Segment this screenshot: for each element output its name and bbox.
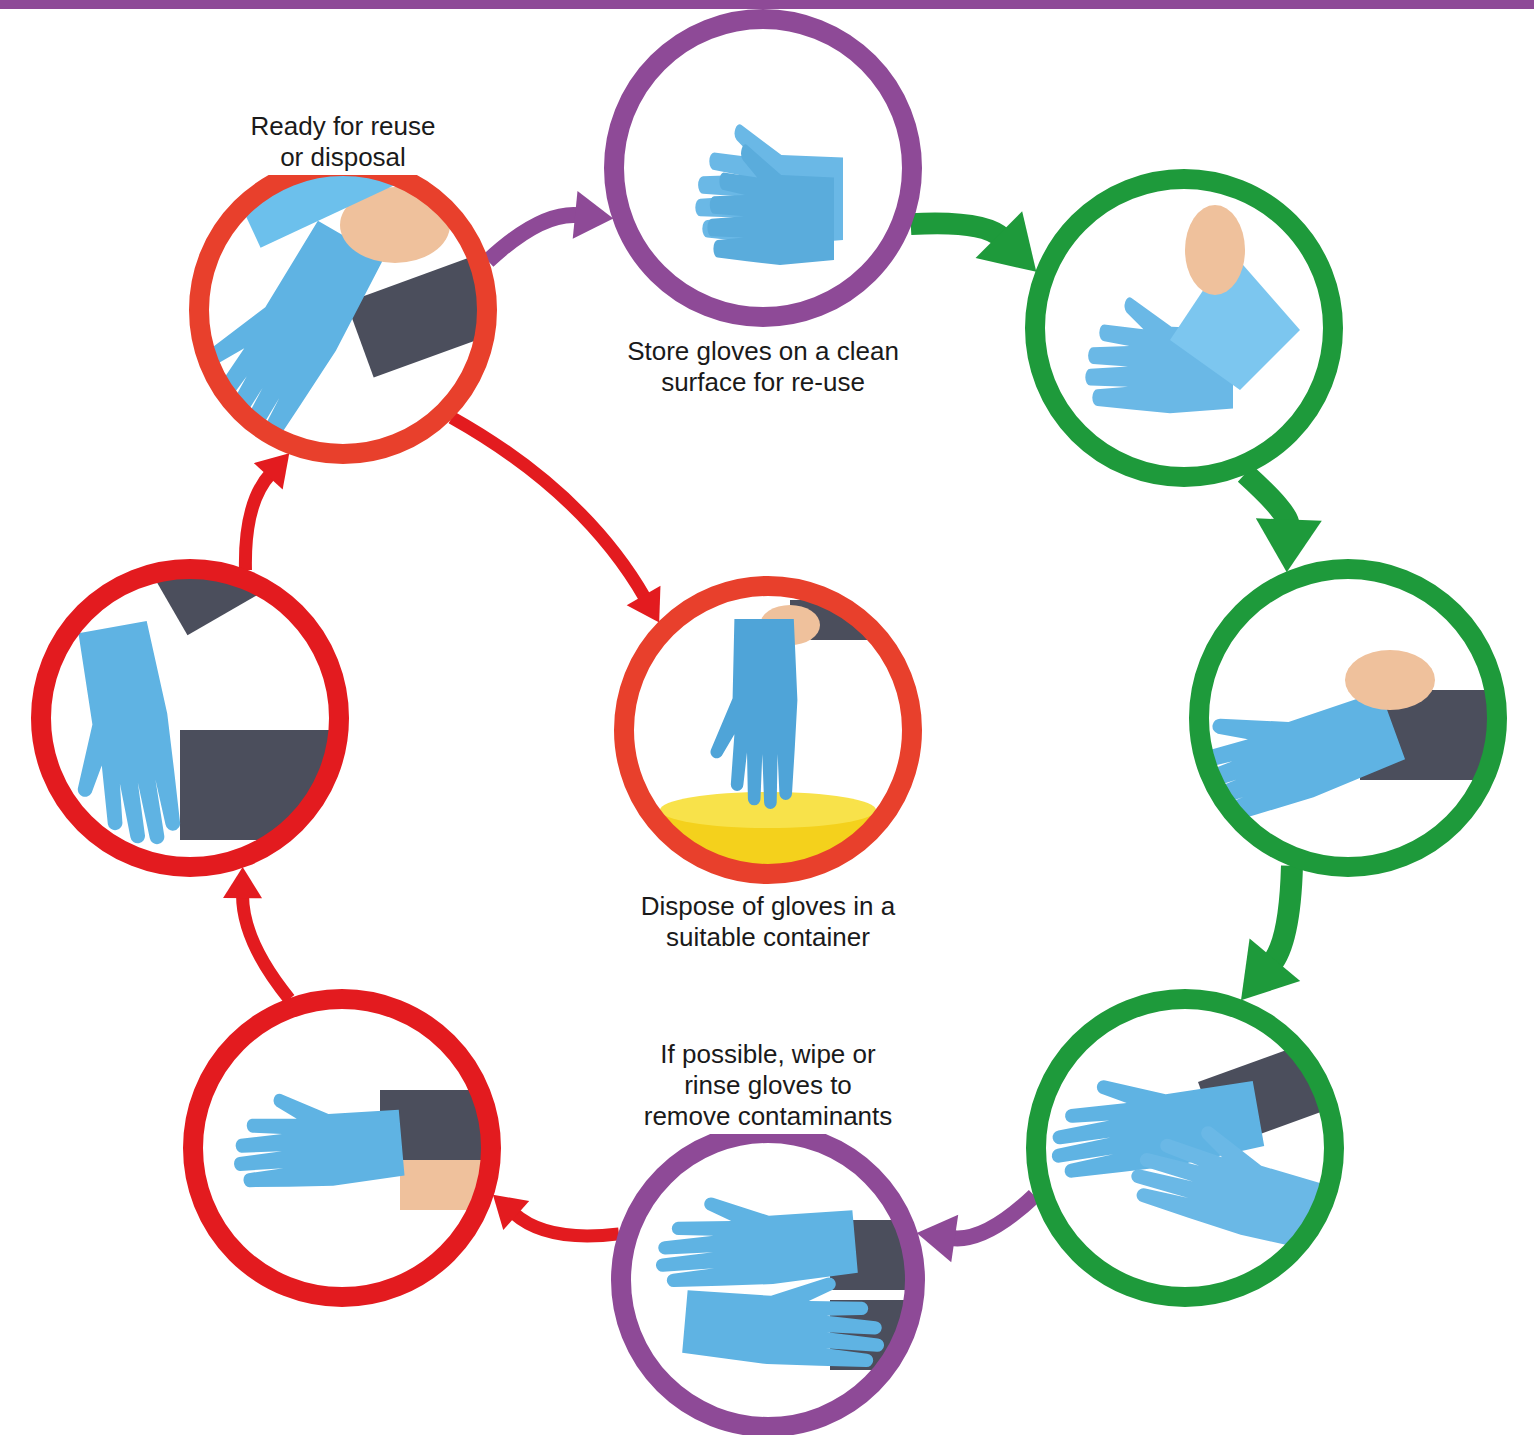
circle-ring — [610, 1122, 926, 1435]
circle-outline — [1035, 179, 1333, 477]
step-circle: Ready for reuse or disposal — [188, 155, 498, 465]
arrow-head — [976, 211, 1037, 272]
flow-arrow — [917, 1196, 1035, 1263]
step-circle: If possible, wipe or rinse gloves to rem… — [610, 1122, 926, 1435]
circle-ring — [1025, 988, 1345, 1308]
caption-holder: Dispose of gloves in a suitable containe… — [618, 889, 918, 955]
circle-outline — [1199, 569, 1497, 867]
arrow-line — [514, 1213, 619, 1236]
circle-ring — [603, 8, 923, 328]
circle-ring — [30, 558, 350, 878]
circle-outline — [1036, 999, 1334, 1297]
step-circle: Store gloves on a clean surface for re-u… — [603, 8, 923, 328]
arrow-line — [488, 215, 579, 261]
arrow-line — [243, 895, 290, 999]
glove-removal-picture — [170, 139, 562, 471]
circle-ring — [188, 155, 498, 465]
step-circle — [1025, 988, 1345, 1308]
flow-arrow — [452, 418, 661, 623]
flow-arrow — [1241, 866, 1300, 1001]
flow-arrow — [493, 1195, 619, 1236]
circle-outline — [199, 166, 487, 454]
circle-outline — [193, 999, 491, 1297]
step-caption: If possible, wipe or rinse gloves to rem… — [633, 1037, 903, 1134]
arrow-head — [627, 586, 661, 623]
circle-outline — [624, 586, 912, 874]
step-circle — [182, 988, 502, 1308]
circle-ring — [1024, 168, 1344, 488]
arrow-line — [951, 1196, 1034, 1239]
step-caption: Dispose of gloves in a suitable containe… — [618, 889, 918, 955]
flow-arrow — [911, 211, 1037, 272]
step-circle — [1024, 168, 1344, 488]
arrow-line — [911, 223, 1003, 238]
top-band — [0, 0, 1534, 9]
arrow-line — [245, 474, 270, 570]
arrow-head — [493, 1195, 529, 1230]
flow-arrow — [488, 191, 613, 261]
flow-arrow — [223, 867, 289, 999]
step-circle — [30, 558, 350, 878]
step-caption: Ready for reuse or disposal — [233, 109, 453, 175]
circle-outline — [614, 19, 912, 317]
caption-holder: Ready for reuse or disposal — [233, 109, 453, 175]
circle-ring — [1188, 558, 1508, 878]
step-circle — [1188, 558, 1508, 878]
arrow-head — [254, 453, 289, 489]
step-circle: Dispose of gloves in a suitable containe… — [613, 575, 923, 885]
flow-arrow — [245, 453, 289, 570]
circle-ring — [613, 575, 923, 885]
circle-outline — [621, 1133, 915, 1427]
circle-outline — [41, 569, 339, 867]
circle-ring — [182, 988, 502, 1308]
arrow-line — [1245, 474, 1288, 525]
caption-holder: Store gloves on a clean surface for re-u… — [608, 334, 918, 400]
arrow-line — [1272, 866, 1292, 964]
caption-holder: If possible, wipe or rinse gloves to rem… — [633, 1037, 903, 1134]
cuff-folding-picture — [1085, 205, 1300, 413]
stored-gloves-picture — [695, 124, 843, 265]
arrow-line — [452, 418, 645, 599]
step-caption: Store gloves on a clean surface for re-u… — [608, 334, 918, 400]
flow-arrow — [1245, 474, 1322, 573]
arrow-head — [1241, 939, 1300, 1001]
